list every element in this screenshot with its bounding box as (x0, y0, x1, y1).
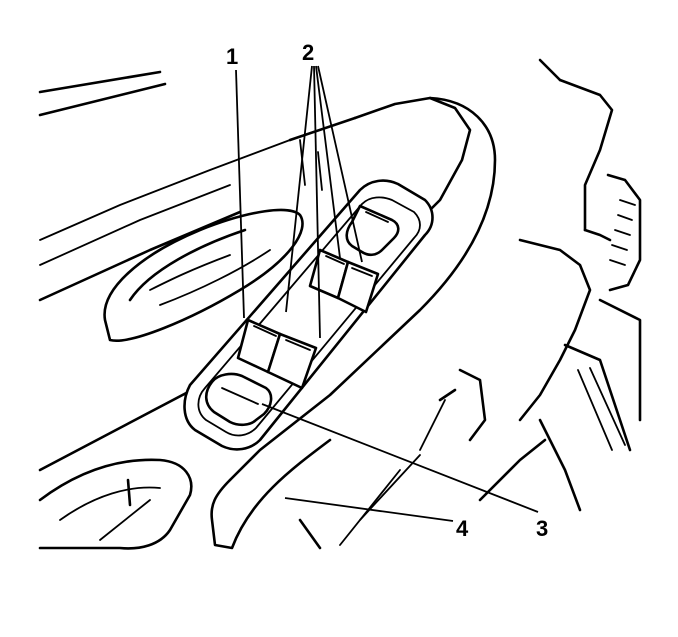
door-edge-structure (518, 58, 642, 512)
callout-4: 4 (456, 516, 469, 541)
leader-2d (317, 65, 363, 263)
lower-storage-pocket (38, 458, 193, 550)
floor-trim-lines (298, 368, 547, 550)
callout-3: 3 (536, 516, 548, 541)
rear-window-switches[interactable] (308, 248, 380, 314)
door-pull-cup (103, 208, 304, 342)
leader-2a (285, 65, 313, 313)
leader-3 (261, 403, 539, 513)
callout-1: 1 (226, 44, 238, 69)
leader-4 (284, 497, 454, 522)
leader-lines (235, 65, 539, 522)
callout-2: 2 (302, 40, 314, 65)
single-window-switch[interactable] (204, 372, 273, 427)
upper-trim-lines (38, 70, 291, 302)
front-window-switches[interactable] (236, 318, 318, 390)
leader-2c (315, 65, 341, 259)
door-lock-switch[interactable] (345, 204, 400, 257)
leader-2b (313, 65, 321, 339)
leader-1 (235, 69, 245, 319)
callout-labels: 1 2 3 4 (226, 40, 548, 541)
